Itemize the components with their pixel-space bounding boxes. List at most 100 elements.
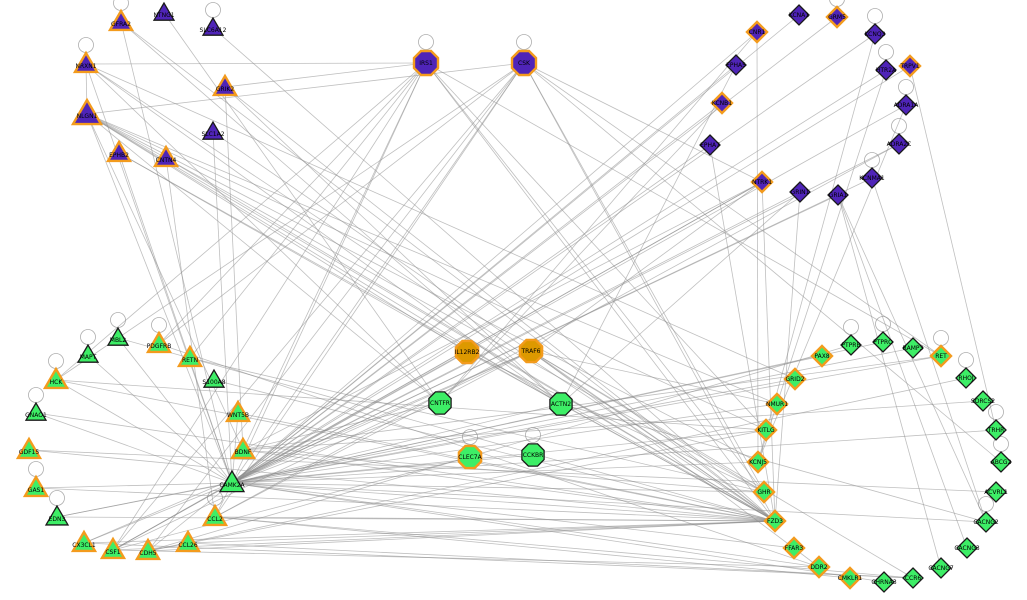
node-SLC1A2[interactable]: [201, 120, 225, 140]
node-GRID2[interactable]: [783, 367, 807, 391]
node-HCK[interactable]: [42, 366, 70, 390]
node-EPHA7[interactable]: [699, 134, 721, 156]
node-KCNA1[interactable]: [788, 4, 810, 26]
node-CACNG2[interactable]: [975, 511, 997, 533]
edge-CAMK2A-RET: [231, 355, 942, 484]
node-CCL2[interactable]: [201, 503, 229, 527]
node-IRS1[interactable]: [412, 49, 440, 77]
edge-ADRA2C-CCL2: [214, 143, 900, 518]
node-NMUR1[interactable]: [765, 392, 789, 416]
node-EPHB2[interactable]: [105, 139, 133, 163]
edge-HCK-FZD3: [55, 379, 776, 522]
node-TRAF6[interactable]: [518, 338, 544, 364]
node-SORCS2[interactable]: [972, 390, 994, 412]
edge-CACNG2-CAMK2A: [231, 482, 987, 523]
node-RETN[interactable]: [176, 344, 204, 368]
node-CDH5[interactable]: [134, 537, 162, 561]
node-NTNG1[interactable]: [152, 1, 176, 21]
node-PTPRB[interactable]: [840, 334, 862, 356]
edge-GNAO1-CAMK2A: [35, 412, 233, 484]
node-TRHR[interactable]: [985, 419, 1007, 441]
node-RET[interactable]: [929, 344, 953, 368]
node-CACNG3[interactable]: [956, 537, 978, 559]
node-ABCG2[interactable]: [990, 451, 1012, 473]
node-FZD3[interactable]: [763, 509, 787, 533]
edge-HCK-CAMK2A: [55, 379, 233, 484]
node-TRPV1[interactable]: [898, 54, 922, 78]
node-GRIA1[interactable]: [827, 184, 849, 206]
node-ACVRL1[interactable]: [985, 481, 1007, 503]
node-KCNQ3[interactable]: [864, 23, 886, 45]
node-CX3CL1[interactable]: [70, 529, 98, 553]
node-ADRA1A[interactable]: [895, 94, 917, 116]
edge-ACTN2-FZD3: [560, 403, 776, 522]
node-CSF1[interactable]: [99, 536, 127, 560]
node-CCKBR[interactable]: [521, 443, 545, 467]
edge-IRS1-BDNF: [242, 62, 427, 451]
node-GRIK2[interactable]: [211, 73, 239, 97]
node-MAPT[interactable]: [76, 343, 100, 363]
self-loop-IRS1: [418, 34, 434, 50]
node-PDGFRB[interactable]: [145, 330, 173, 354]
node-CMKLR1[interactable]: [838, 566, 862, 590]
node-CSK[interactable]: [510, 49, 538, 77]
node-S100A8[interactable]: [202, 368, 226, 388]
node-EPHA5[interactable]: [725, 54, 747, 76]
edge-IRS1-GHR: [425, 62, 765, 493]
node-FFAR3[interactable]: [782, 536, 806, 560]
node-CACNG7[interactable]: [930, 557, 952, 579]
edge-KCNMA1-CAMK2A: [231, 177, 873, 484]
node-CCR6[interactable]: [902, 567, 924, 589]
node-GDF15[interactable]: [15, 436, 43, 460]
edge-IRS1-RETN: [189, 62, 427, 359]
edge-EDN3-RAMP3: [56, 347, 914, 518]
edge-ACTN2-CACNG2: [560, 403, 987, 523]
node-GRIN1[interactable]: [789, 181, 811, 203]
node-KITLG[interactable]: [754, 418, 778, 442]
edge-CSK-CCL2: [214, 62, 525, 518]
node-KCNJ5[interactable]: [746, 450, 770, 474]
node-GFRA2[interactable]: [107, 8, 135, 32]
node-GNAO1[interactable]: [24, 401, 48, 421]
node-PTPRO[interactable]: [872, 331, 894, 353]
edge-NTRK1-BDNF: [242, 181, 763, 451]
node-RAMP3[interactable]: [902, 337, 924, 359]
node-WNT5B[interactable]: [224, 399, 252, 423]
node-CNTFR[interactable]: [428, 391, 452, 415]
edge-TRPV1-CAMK2A: [231, 65, 911, 484]
node-CLEC7A[interactable]: [457, 444, 483, 470]
node-SLC6A12[interactable]: [201, 16, 225, 36]
node-DDR2[interactable]: [807, 555, 831, 579]
node-MBL2[interactable]: [106, 326, 130, 346]
edge-CSF1-CAMK2A: [112, 482, 233, 551]
node-NTRK1[interactable]: [750, 170, 774, 194]
node-BDNF[interactable]: [229, 436, 257, 460]
edge-NRXN1-FZD3: [85, 63, 776, 522]
node-CHRNA3[interactable]: [873, 571, 895, 593]
node-NLGN1[interactable]: [70, 97, 104, 126]
edge-CSF1-DDR2: [112, 549, 820, 568]
node-CNTN4[interactable]: [152, 144, 180, 168]
node-PAX8[interactable]: [810, 344, 834, 368]
node-IL12RB2[interactable]: [454, 339, 480, 365]
node-RHOJ[interactable]: [955, 367, 977, 389]
node-NRXN1[interactable]: [72, 50, 100, 74]
node-ADRA2C[interactable]: [888, 133, 910, 155]
node-EDN3[interactable]: [44, 504, 70, 526]
node-CNR1[interactable]: [745, 20, 769, 44]
node-ACTN2[interactable]: [549, 392, 573, 416]
node-KCNB1[interactable]: [710, 91, 734, 115]
node-GRM5[interactable]: [825, 5, 849, 29]
node-HTR2A[interactable]: [875, 59, 897, 81]
node-CCL26[interactable]: [174, 529, 202, 553]
edge-CX3CL1-CCR6: [83, 542, 914, 579]
node-GAS1[interactable]: [22, 474, 50, 498]
edge-CSK-CDH5: [147, 62, 525, 552]
edge-NLGN1-CNTFR: [86, 113, 441, 404]
node-KCNMA1[interactable]: [861, 167, 883, 189]
node-CAMK2A[interactable]: [218, 469, 246, 493]
node-GHR[interactable]: [752, 480, 776, 504]
self-loop-HTR2A: [878, 44, 894, 60]
self-loop-ADRA2C: [891, 118, 907, 134]
edge-GRM5-CAMK2A: [231, 16, 838, 484]
